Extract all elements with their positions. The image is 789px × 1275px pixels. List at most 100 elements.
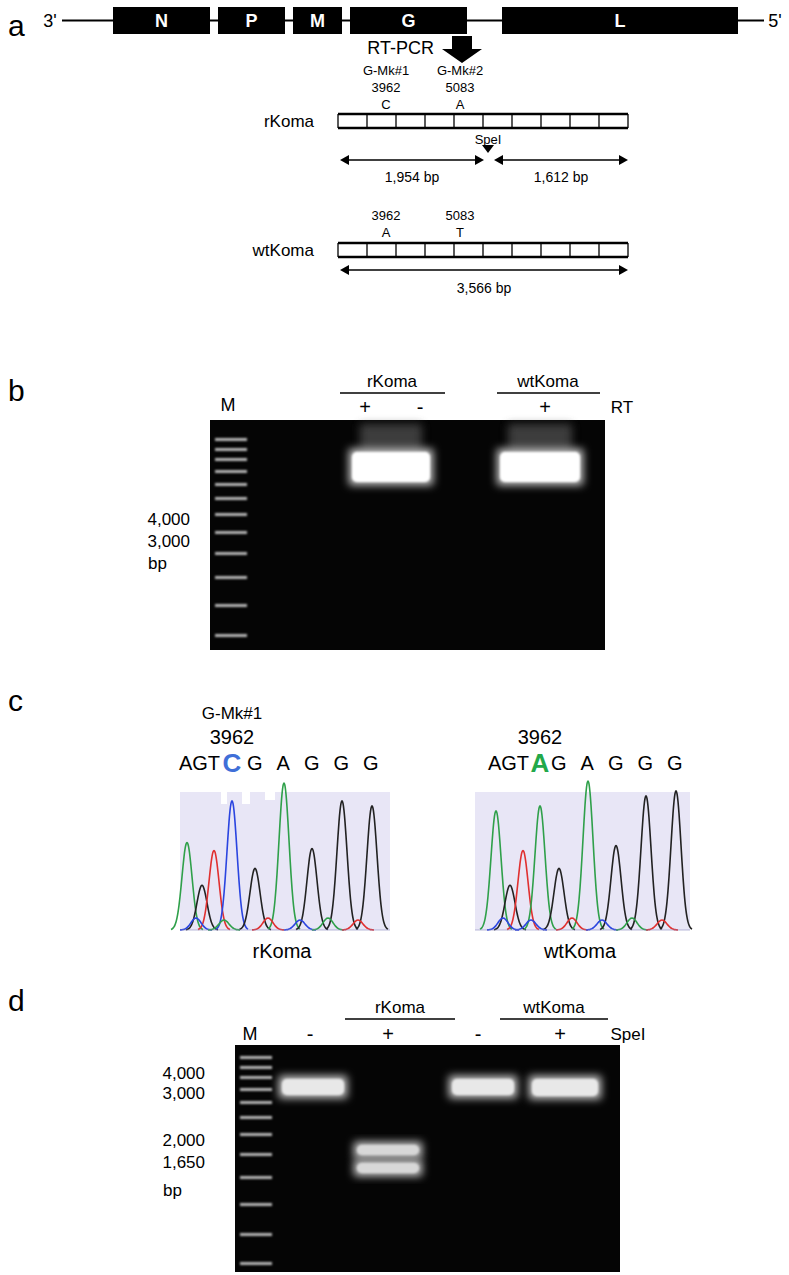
fragment-size: 1,612 bp	[534, 170, 589, 184]
sequencing-chromatogram	[180, 930, 390, 931]
agarose-gel	[215, 448, 247, 451]
rkoma-dsdna	[338, 114, 628, 128]
sequencing-chromatogram	[556, 918, 588, 930]
sequencing-chromatogram	[171, 843, 203, 930]
gene-box: M	[293, 7, 342, 34]
virus-name: wtKoma	[253, 242, 314, 259]
sequencing-chromatogram	[487, 918, 519, 930]
rkoma-dsdna	[366, 114, 367, 128]
sequencing-chromatogram	[296, 849, 328, 930]
agarose-gel	[240, 1233, 272, 1236]
sequencing-chromatogram	[180, 918, 212, 930]
fragment-arrow	[619, 155, 628, 165]
agarose-gel	[215, 576, 247, 579]
agarose-gel	[240, 1088, 272, 1091]
sequencing-chromatogram	[221, 792, 227, 804]
position-number: 5083	[446, 81, 475, 94]
lane-label: -	[417, 397, 424, 417]
sequencing-chromatogram	[171, 783, 390, 930]
lane-label: +	[554, 1024, 566, 1044]
agarose-gel	[210, 420, 605, 650]
agarose-gel	[240, 1066, 272, 1069]
sample-name: wtKoma	[544, 941, 616, 961]
agarose-gel	[500, 452, 580, 482]
size-unit: bp	[148, 555, 167, 572]
fragment-arrow	[475, 155, 484, 165]
gene-name: M	[310, 12, 325, 30]
condition-label: RT	[611, 399, 633, 416]
rkoma-dsdna	[337, 114, 338, 128]
gene-box: G	[350, 7, 467, 34]
gene-box: L	[502, 7, 738, 34]
wtkoma-dsdna	[569, 243, 570, 257]
sample-name: rKoma	[253, 941, 312, 961]
rkoma-dsdna	[395, 114, 396, 128]
genome-backbone	[738, 20, 764, 22]
panel-letter: a	[8, 11, 25, 41]
position-number: 3962	[372, 209, 401, 222]
agarose-gel	[497, 449, 583, 485]
nucleotide: A	[382, 226, 391, 239]
sequencing-chromatogram	[480, 811, 512, 929]
sequencing-chromatogram	[586, 920, 618, 930]
agarose-gel	[240, 1056, 272, 1059]
sequencing-chromatogram	[616, 918, 648, 930]
gene-name: L	[615, 12, 626, 30]
sequencing-chromatogram	[216, 801, 248, 929]
size-marker: 3,000	[147, 533, 190, 550]
fragment-arrow	[494, 155, 628, 165]
lane-group: wtKoma	[517, 373, 578, 390]
strand-end: 3'	[43, 12, 56, 30]
fragment-arrow	[340, 265, 628, 275]
lane-group: wtKoma	[523, 999, 584, 1016]
fragment-arrow	[346, 159, 478, 161]
rkoma-dsdna	[453, 114, 454, 128]
agarose-gel	[354, 1160, 422, 1176]
marker-name: G-Mk#1	[202, 705, 262, 722]
sequencing-chromatogram	[326, 801, 358, 929]
nucleotide: A	[456, 98, 465, 111]
wtkoma-dsdna	[511, 243, 512, 257]
agarose-gel	[240, 1076, 272, 1079]
sequencing-chromatogram	[208, 920, 240, 930]
lane-label: M	[243, 1025, 258, 1043]
enzyme-site: SpeI	[475, 133, 502, 146]
wtkoma-dsdna	[453, 243, 454, 257]
genome-connector	[285, 20, 293, 22]
lane-group: rKoma	[367, 373, 417, 390]
agarose-gel	[215, 497, 247, 500]
lane-group-underline	[340, 392, 445, 394]
panel-letter: d	[8, 986, 25, 1016]
wtkoma-dsdna	[482, 243, 483, 257]
sequence-text: AGT	[179, 753, 220, 773]
lane-label: -	[307, 1024, 314, 1044]
lane-label: +	[359, 397, 371, 417]
sequencing-chromatogram	[239, 868, 271, 929]
genome-connector	[210, 20, 218, 22]
wtkoma-dsdna	[598, 243, 599, 257]
agarose-gel	[240, 1133, 272, 1136]
agarose-gel	[215, 483, 247, 486]
sequencing-chromatogram	[475, 930, 690, 931]
sequencing-chromatogram	[475, 781, 692, 930]
gene-name: G	[401, 12, 415, 30]
rkoma-dsdna	[598, 114, 599, 128]
fragment-arrow	[340, 155, 349, 165]
method-label: RT-PCR	[367, 39, 434, 57]
agarose-gel	[235, 1045, 620, 1272]
sequence-text: AGT	[488, 753, 529, 773]
gene-name: P	[245, 12, 257, 30]
sequencing-chromatogram	[252, 918, 284, 930]
wtkoma-dsdna	[395, 243, 396, 257]
agarose-gel	[215, 604, 247, 607]
rt-pcr-arrow	[442, 36, 482, 63]
lane-group: rKoma	[375, 999, 425, 1016]
position-number: 3962	[518, 727, 563, 747]
size-marker: 2,000	[162, 1132, 205, 1149]
agarose-gel	[215, 438, 247, 441]
agarose-gel	[240, 1101, 272, 1104]
agarose-gel	[532, 1079, 598, 1096]
